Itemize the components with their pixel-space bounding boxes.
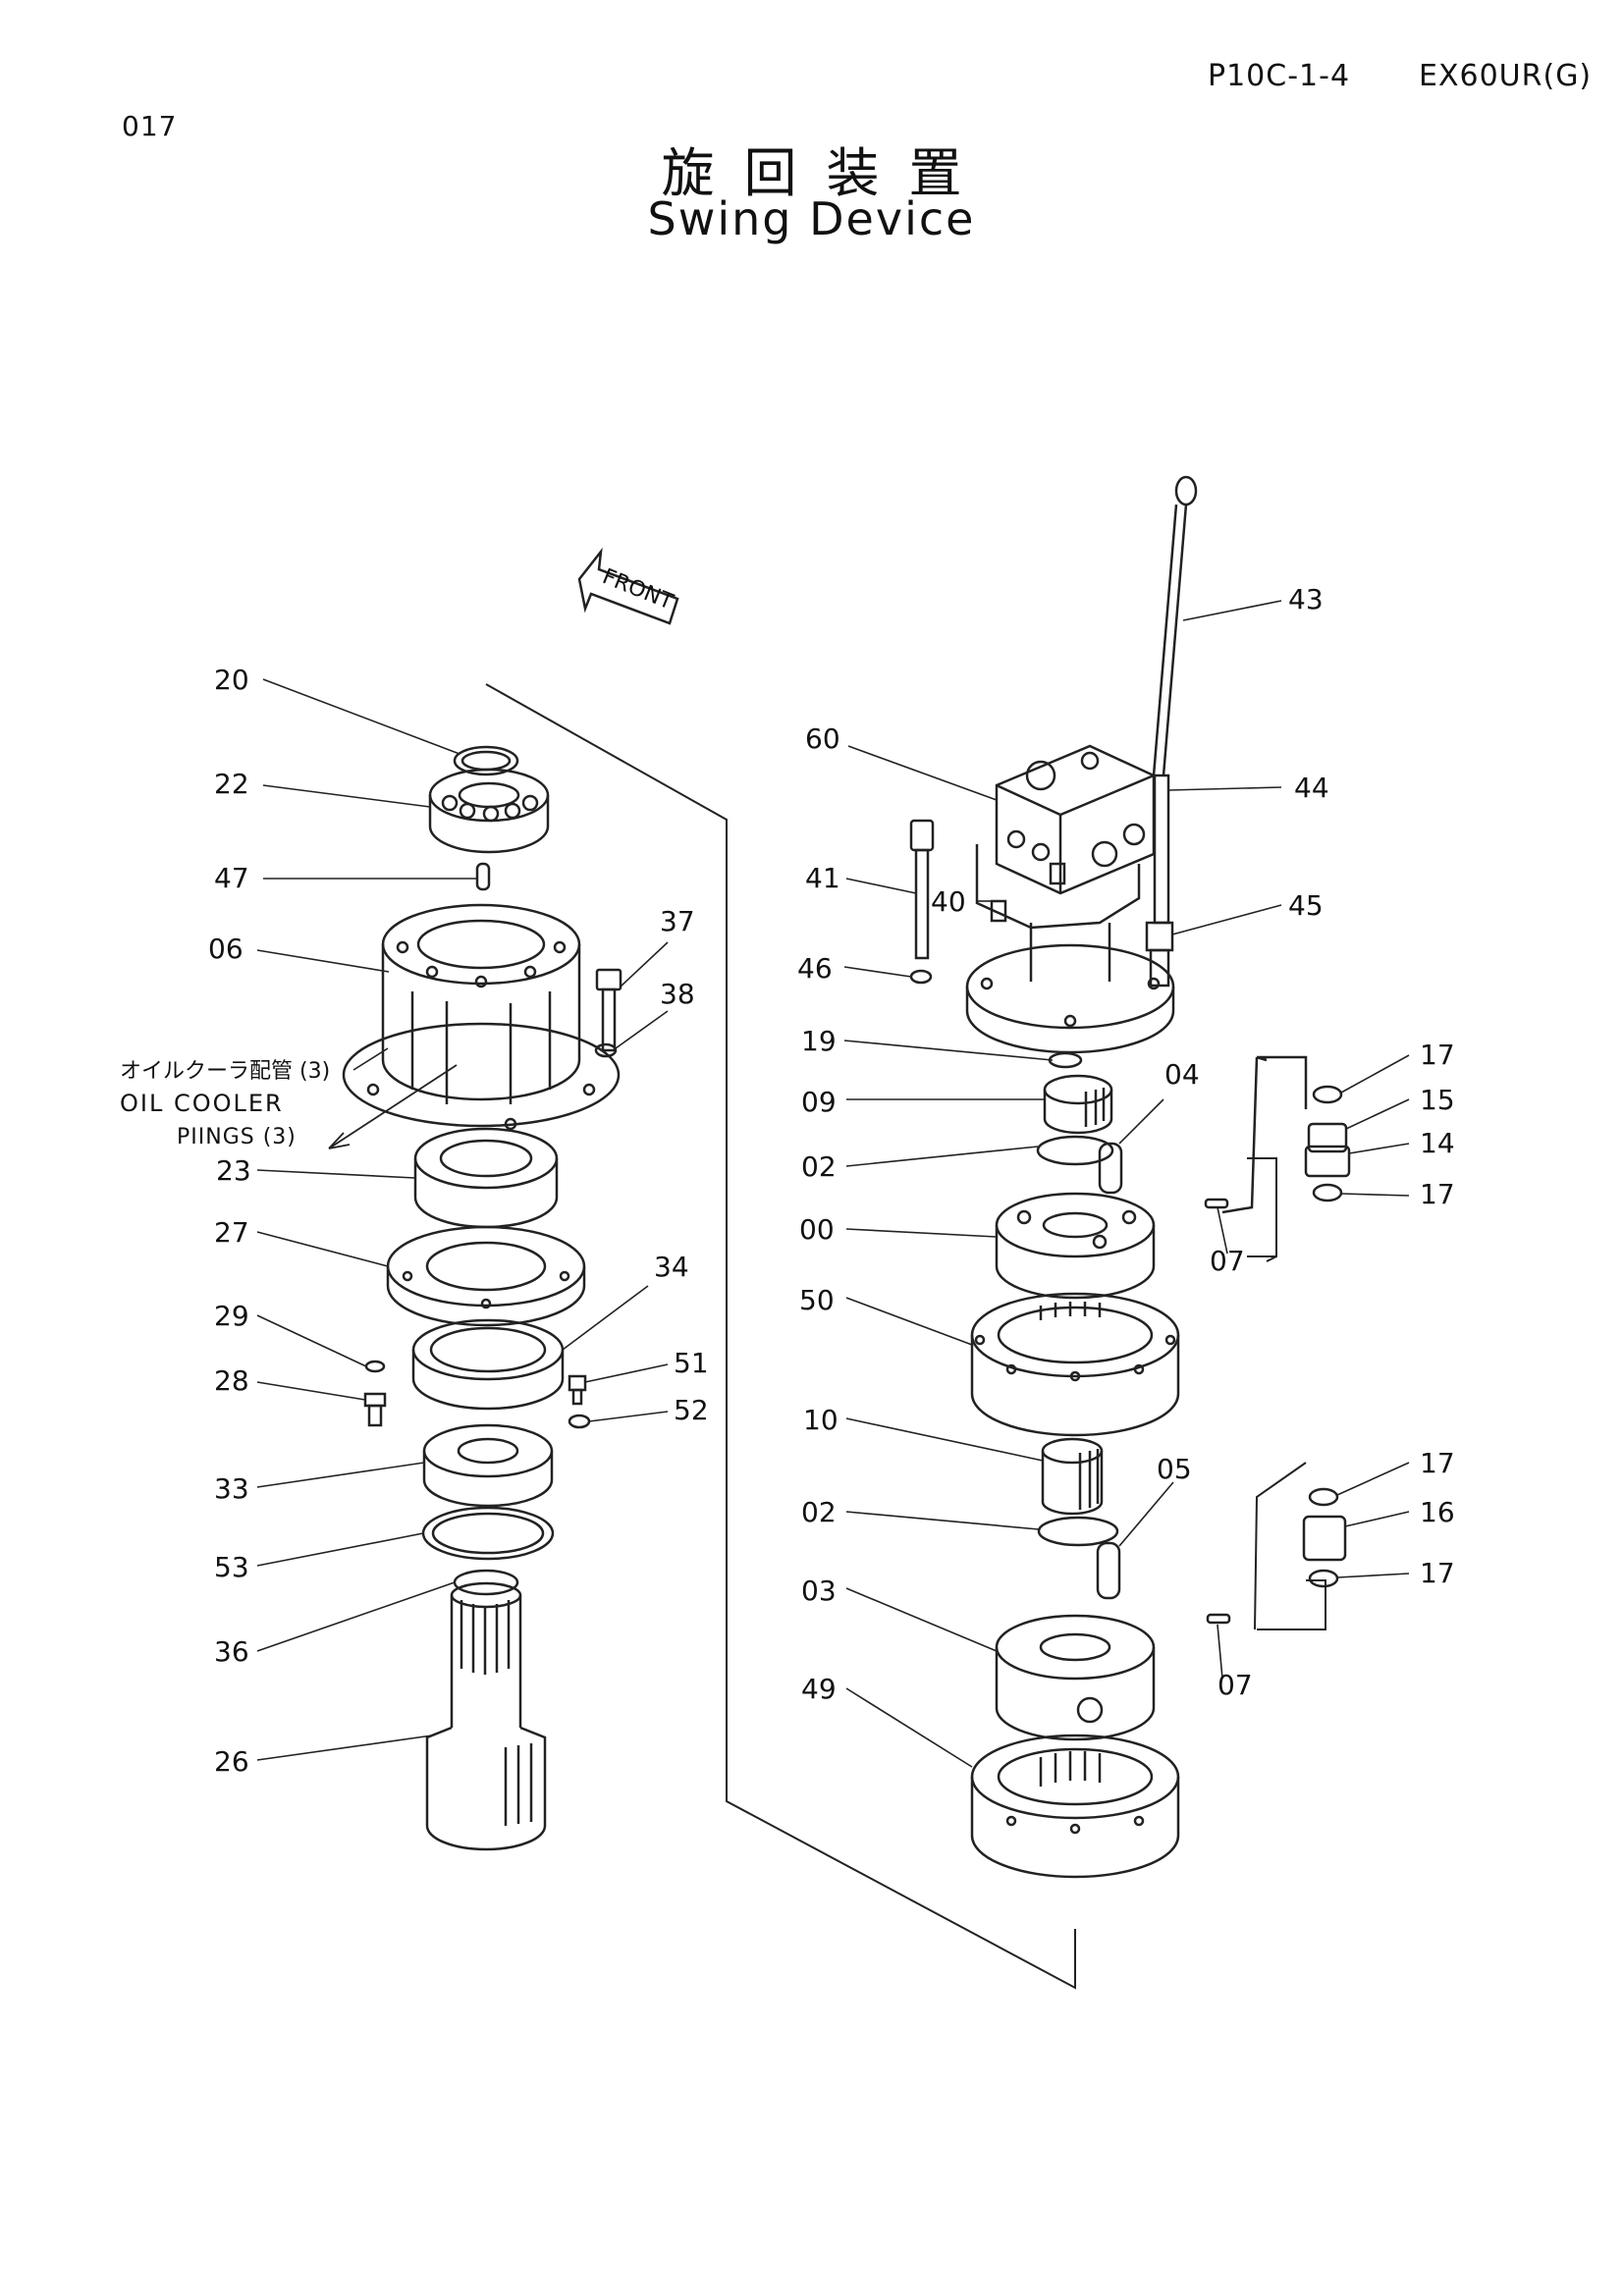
planet-assembly-lower [1206, 1462, 1347, 1630]
front-arrow: FRONT [577, 547, 679, 625]
callout-27: 27 [214, 1216, 249, 1249]
callout-46: 46 [797, 952, 833, 985]
callout-17-b: 17 [1420, 1178, 1455, 1210]
callout-23: 23 [216, 1154, 251, 1187]
callout-10: 10 [803, 1404, 839, 1436]
part-gear-10 [1041, 1437, 1104, 1516]
part-flange-27 [386, 1225, 586, 1327]
part-thrust-plate-02-upper [1036, 1135, 1114, 1166]
callout-22: 22 [214, 768, 249, 800]
callout-45: 45 [1288, 889, 1324, 922]
callout-60: 60 [805, 722, 840, 755]
callout-17-c: 17 [1420, 1447, 1455, 1479]
callout-19: 19 [801, 1025, 837, 1057]
callout-34: 34 [654, 1251, 689, 1283]
part-snap-ring-19 [1048, 1051, 1083, 1069]
callout-37: 37 [660, 905, 695, 937]
callout-05: 05 [1157, 1453, 1192, 1485]
part-pin-47 [475, 862, 491, 891]
callout-51: 51 [674, 1347, 709, 1379]
callout-50: 50 [799, 1284, 835, 1316]
part-bearing-22 [428, 768, 550, 854]
callout-20: 20 [214, 664, 249, 696]
note-english-line1: OIL COOLER [120, 1090, 284, 1117]
callout-44: 44 [1294, 772, 1329, 804]
part-pin-05 [1096, 1541, 1121, 1600]
callout-03: 03 [801, 1575, 837, 1607]
part-housing-06 [342, 903, 621, 1131]
callout-28: 28 [214, 1364, 249, 1397]
callout-17-d: 17 [1420, 1557, 1455, 1589]
callout-14: 14 [1420, 1127, 1455, 1159]
callout-02-upper: 02 [801, 1150, 837, 1183]
part-washer-38 [594, 1042, 618, 1058]
part-dipstick-43 [1152, 475, 1198, 776]
callout-06: 06 [208, 933, 243, 965]
part-nut-52 [568, 1414, 591, 1429]
part-tube-44 [1153, 774, 1170, 925]
callout-40: 40 [931, 885, 966, 918]
part-ring-gear-49 [970, 1734, 1180, 1879]
callout-16: 16 [1420, 1496, 1455, 1528]
part-carrier-03 [995, 1614, 1156, 1741]
callout-07-upper: 07 [1210, 1245, 1245, 1277]
callout-04: 04 [1164, 1058, 1200, 1091]
note-english-line2: PIINGS (3) [177, 1125, 297, 1149]
part-motor-60 [975, 744, 1156, 930]
front-label: FRONT [599, 564, 677, 615]
part-ring-gear-50 [970, 1292, 1180, 1437]
part-washer-29 [364, 1360, 386, 1373]
part-collar-33 [422, 1423, 554, 1508]
callout-15: 15 [1420, 1084, 1455, 1116]
note-japanese: オイルクーラ配管 (3) [120, 1059, 330, 1084]
part-bolt-41 [909, 819, 935, 960]
part-gear-09 [1043, 1074, 1113, 1135]
callout-47: 47 [214, 862, 249, 894]
part-bolt-37 [595, 968, 622, 1052]
callout-26: 26 [214, 1745, 249, 1778]
callout-43: 43 [1288, 583, 1324, 615]
callout-38: 38 [660, 978, 695, 1010]
note-arrows [328, 1064, 458, 1149]
oil-cooler-note: オイルクーラ配管 (3) OIL COOLER PIINGS (3) [120, 1059, 330, 1149]
part-bolt-51 [568, 1374, 587, 1406]
callout-17-a: 17 [1420, 1039, 1455, 1071]
callout-49: 49 [801, 1673, 837, 1705]
part-fitting-45 [1145, 921, 1174, 988]
plate-code: P10C-1-4 [1208, 59, 1351, 93]
part-bolt-28 [363, 1392, 387, 1427]
title-japanese: 旋回装置 [661, 142, 992, 204]
part-motor-flange [965, 923, 1175, 1054]
title-english: Swing Device [647, 192, 976, 245]
part-o-ring-53 [421, 1506, 555, 1561]
assembly-bracket [485, 683, 1076, 1990]
callout-02-lower: 02 [801, 1496, 837, 1528]
callout-41: 41 [805, 862, 840, 894]
callout-33: 33 [214, 1472, 249, 1505]
callout-52: 52 [674, 1394, 709, 1426]
part-thrust-plate-02-lower [1037, 1516, 1119, 1547]
callouts: 20 22 47 06 37 38 23 27 34 29 28 51 52 3… [208, 583, 1455, 1778]
model-code: EX60UR(G) [1419, 59, 1593, 93]
callout-29: 29 [214, 1300, 249, 1332]
callout-07-lower: 07 [1217, 1669, 1253, 1701]
callout-00: 00 [799, 1213, 835, 1246]
page-number: 017 [122, 110, 178, 142]
part-shaft-26 [425, 1581, 547, 1851]
part-bearing-23 [413, 1127, 559, 1229]
part-carrier-00 [995, 1192, 1156, 1300]
callout-36: 36 [214, 1635, 249, 1668]
part-oil-seal-34 [411, 1318, 565, 1411]
leader-lines [256, 600, 1410, 1768]
callout-09: 09 [801, 1086, 837, 1118]
part-washer-46 [909, 969, 933, 985]
part-pin-04 [1098, 1142, 1123, 1195]
planet-assembly-upper [1204, 1055, 1351, 1262]
callout-53: 53 [214, 1551, 249, 1583]
part-plug-40 [990, 899, 1007, 923]
